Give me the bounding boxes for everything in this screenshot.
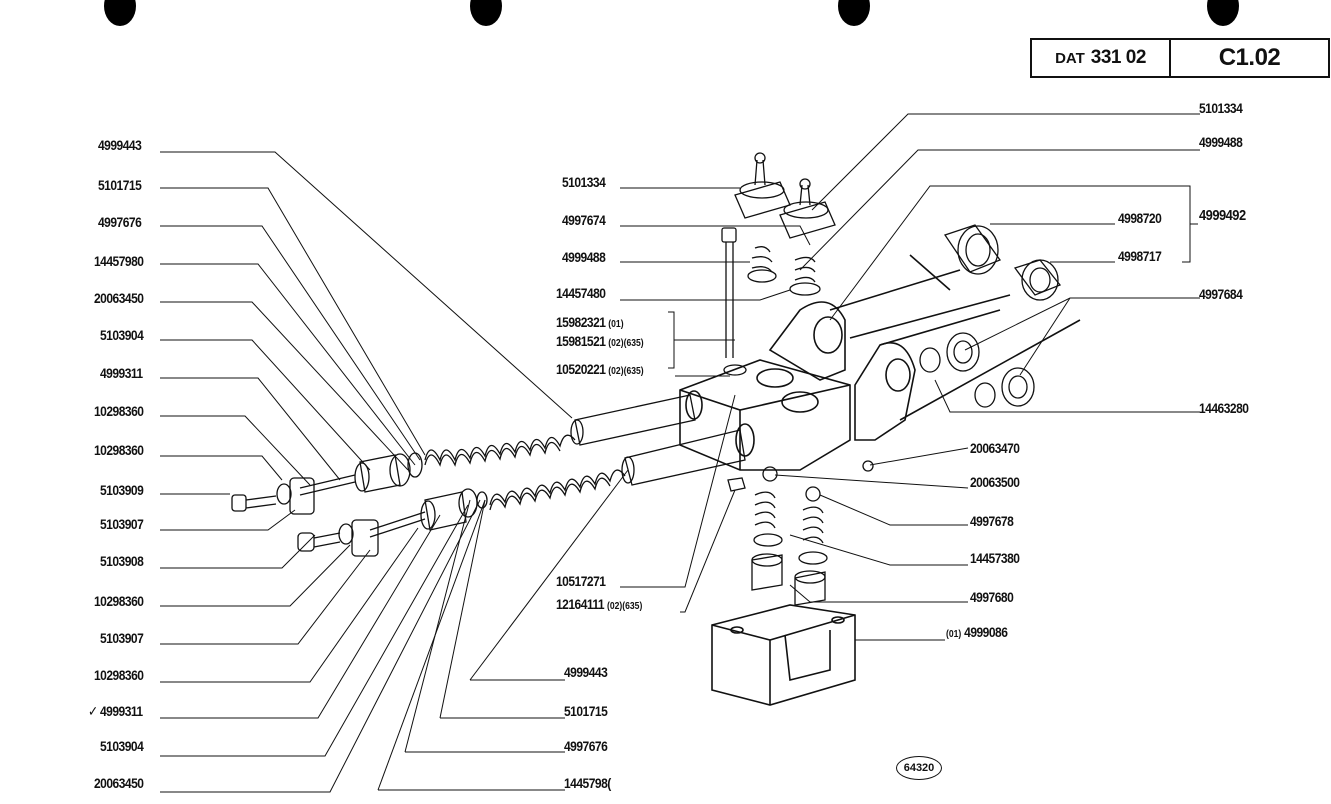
right-label-8: 20063470	[970, 440, 1020, 456]
mid-label-5: 15982321 (01)	[556, 314, 624, 330]
right-label-13: (01) 4999086	[946, 624, 1008, 640]
left-label-5: 20063450	[94, 290, 144, 306]
right-label-2: 4999488	[1199, 134, 1243, 150]
leader-lines-right	[774, 113, 1200, 641]
banjo-fittings	[231, 477, 379, 557]
left-label-12: 5103908	[100, 553, 144, 569]
catalog-number: 331 02	[1090, 47, 1147, 68]
left-label-13: 10298360	[94, 593, 144, 609]
bushes-and-seals	[919, 224, 1062, 408]
mid-label-3: 4999488	[562, 249, 606, 265]
right-label-5: 4998717	[1118, 248, 1162, 264]
right-label-9: 20063500	[970, 474, 1020, 490]
mid-label-7: 10520221 (02)(635)	[556, 361, 644, 377]
right-label-7: 14463280	[1199, 400, 1249, 416]
right-label-4: 4999492	[1199, 207, 1246, 224]
right-label-1: 5101334	[1199, 100, 1243, 116]
mid-label-4: 14457480	[556, 285, 606, 301]
upper-cylinder-assembly	[299, 394, 696, 496]
left-label-7: 4999311	[100, 365, 143, 381]
right-label-10: 4997678	[970, 513, 1014, 529]
left-label-8: 10298360	[94, 403, 144, 419]
catalog-code: DAT 331 02	[1032, 40, 1171, 76]
sheet-number: C1.02	[1218, 44, 1281, 71]
left-label-17: 5103904	[100, 738, 144, 754]
left-label-4: 14457980	[94, 253, 144, 269]
right-label-11: 14457380	[970, 550, 1020, 566]
left-label-3: 4997676	[98, 214, 142, 230]
left-label-1: 4999443	[98, 137, 142, 153]
tick-mark: ✓	[88, 703, 98, 719]
left-label-15: 10298360	[94, 667, 144, 683]
lower-cylinder-assembly	[369, 429, 746, 538]
leader-lines-left	[160, 151, 573, 793]
mid-label-6: 15981521 (02)(635)	[556, 333, 644, 349]
mid-label-8: 10517271	[556, 573, 606, 589]
left-label-10: 5103909	[100, 482, 144, 498]
right-label-3: 4998720	[1118, 210, 1162, 226]
left-label-16: 4999311	[100, 703, 143, 719]
mid-label-2: 4997674	[562, 212, 606, 228]
mid-label-1: 5101334	[562, 174, 606, 190]
left-label-11: 5103907	[100, 516, 144, 532]
bottom-label-3: 4997676	[564, 738, 608, 754]
right-label-6: 4997684	[1199, 286, 1243, 302]
relief-valve-parts	[727, 460, 874, 606]
left-label-6: 5103904	[100, 327, 144, 343]
bleed-screws	[734, 152, 836, 296]
left-label-2: 5101715	[98, 177, 142, 193]
title-block: DAT 331 02 C1.02	[1030, 38, 1330, 78]
catalog-prefix: DAT	[1055, 49, 1085, 67]
drawing-reference-number: 64320	[896, 756, 942, 780]
left-label-14: 5103907	[100, 630, 144, 646]
bottom-label-4: 1445798(	[564, 775, 611, 791]
guard-bracket	[711, 604, 856, 706]
valve-body	[679, 254, 1081, 471]
right-label-12: 4997680	[970, 589, 1014, 605]
bottom-label-2: 5101715	[564, 703, 608, 719]
left-label-18: 20063450	[94, 775, 144, 791]
bottom-label-1: 4999443	[564, 664, 608, 680]
leader-lines-mid	[377, 187, 811, 791]
mid-label-9: 12164111 (02)(635)	[556, 596, 643, 612]
long-bolt	[721, 227, 747, 376]
left-label-9: 10298360	[94, 442, 144, 458]
